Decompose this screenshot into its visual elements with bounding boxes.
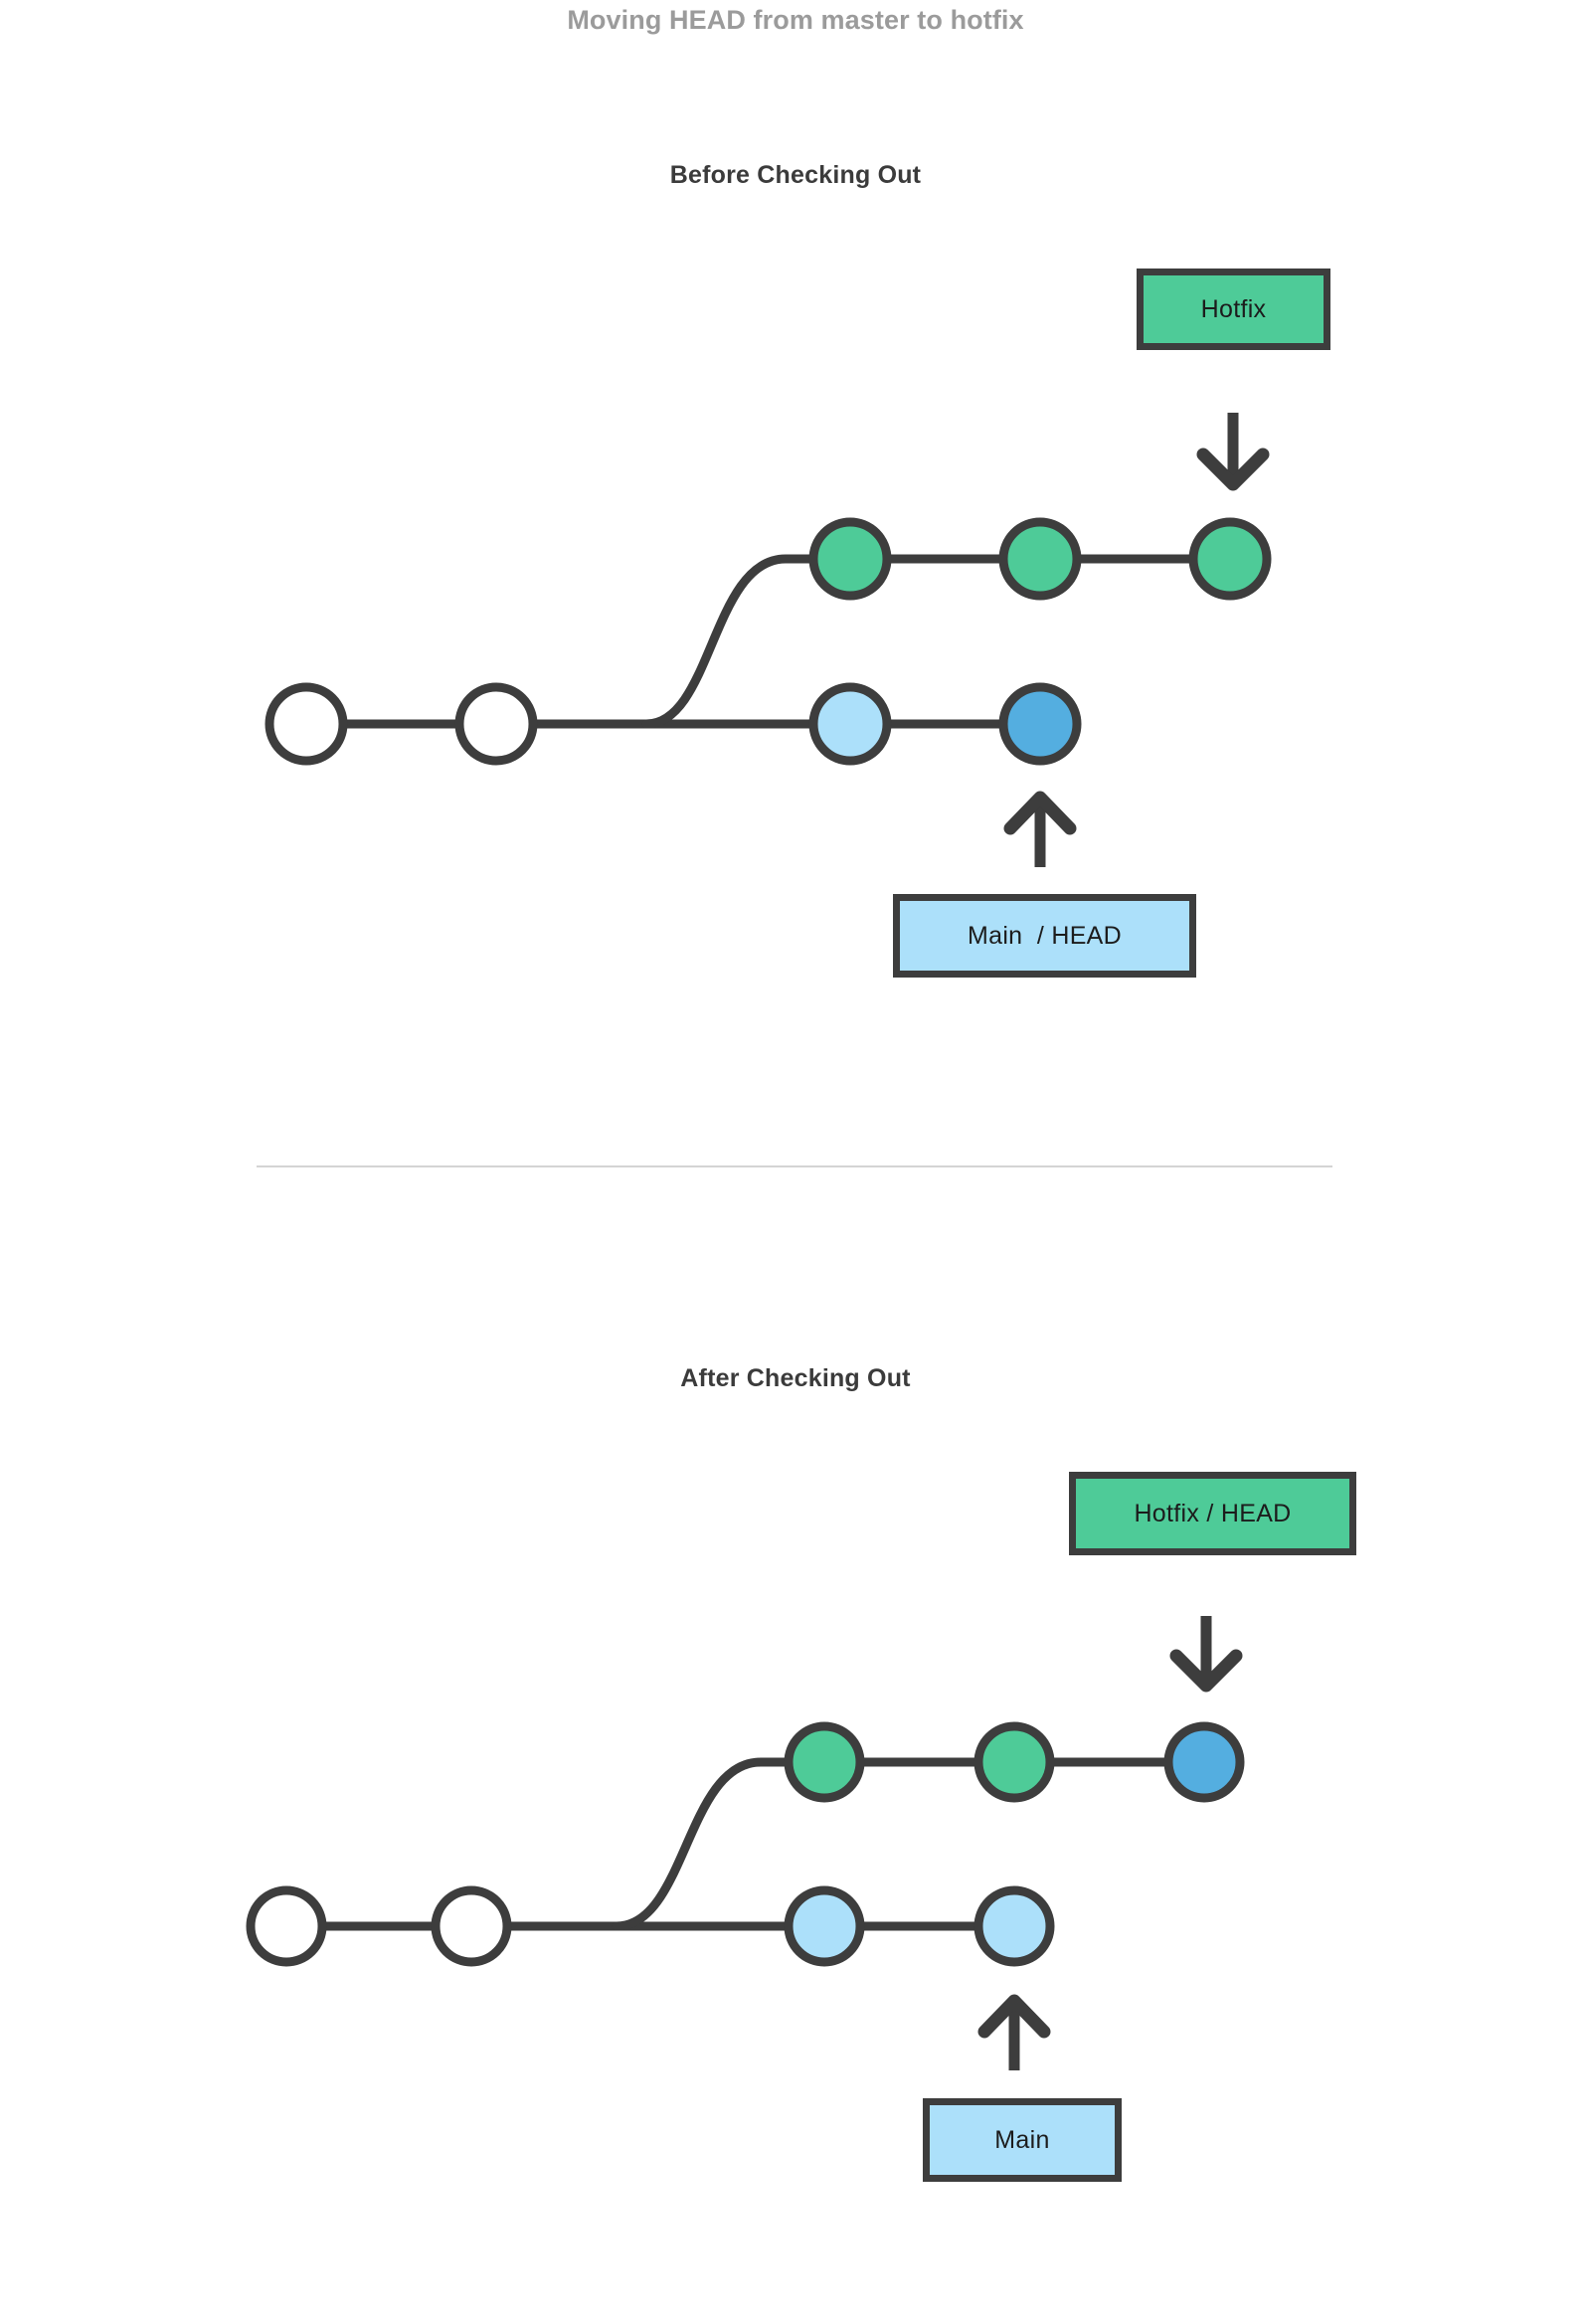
commit-node-hotfix-3[interactable] (1188, 517, 1272, 601)
commit-node-main-2-after[interactable] (431, 1885, 512, 1967)
before-checking-out-graph (265, 413, 1272, 867)
branch-curve (641, 554, 855, 729)
branch-curve-after (612, 1757, 829, 1931)
commit-node-hotfix-2-after[interactable] (973, 1721, 1055, 1803)
commit-node-main-head[interactable] (998, 682, 1082, 766)
section-divider (257, 1165, 1332, 1167)
commit-node-main-1[interactable] (265, 682, 348, 766)
branch-label-main-head[interactable]: Main / HEAD (893, 894, 1196, 978)
branch-label-hotfix[interactable]: Hotfix (1137, 268, 1330, 350)
commit-node-main-2[interactable] (454, 682, 538, 766)
commit-node-main-3[interactable] (808, 682, 892, 766)
up-arrow-icon (1003, 791, 1077, 867)
section-heading-after: After Checking Out (680, 1364, 911, 1392)
commit-node-hotfix-1-after[interactable] (784, 1721, 865, 1803)
commit-node-main-3-after[interactable] (784, 1885, 865, 1967)
commit-node-main-4-after[interactable] (973, 1885, 1055, 1967)
page-title: Moving HEAD from master to hotfix (567, 5, 1024, 35)
commit-node-hotfix-head-after[interactable] (1163, 1721, 1245, 1803)
branch-label-main[interactable]: Main (923, 2098, 1122, 2182)
branch-label-hotfix-head[interactable]: Hotfix / HEAD (1069, 1472, 1356, 1555)
commit-node-main-1-after[interactable] (246, 1885, 327, 1967)
up-arrow-icon-after (977, 1994, 1051, 2070)
section-heading-before: Before Checking Out (669, 161, 922, 189)
down-arrow-icon-after (1169, 1616, 1243, 1693)
down-arrow-icon (1196, 413, 1270, 491)
commit-node-hotfix-1[interactable] (808, 517, 892, 601)
commit-node-hotfix-2[interactable] (998, 517, 1082, 601)
